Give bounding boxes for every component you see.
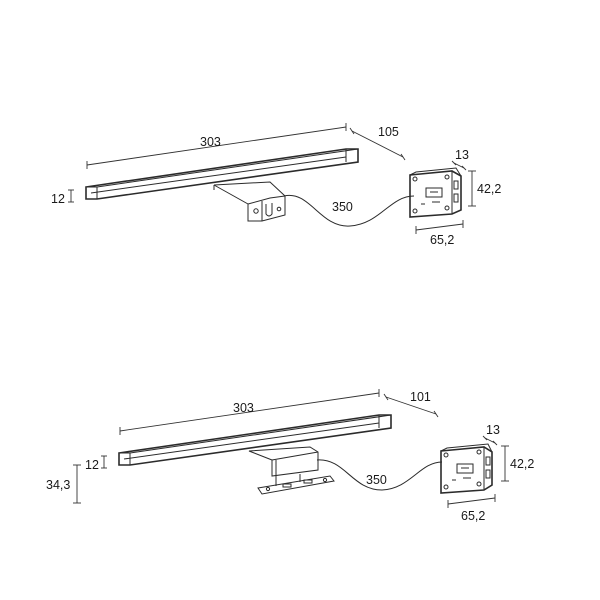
light-bar (118, 414, 392, 466)
driver-box (440, 443, 493, 494)
driver-box (409, 167, 462, 218)
light-bar (85, 148, 359, 200)
depth-label: 105 (378, 125, 399, 139)
box-height-label: 42,2 (477, 182, 501, 196)
dimension-box-height: 42,2 (501, 445, 534, 482)
lamp-view-top: 303 105 12 (51, 123, 501, 247)
power-cable (283, 194, 415, 227)
dimension-box-depth: 13 (451, 148, 469, 171)
bar-height-label: 12 (51, 192, 65, 206)
mount-height-label: 34,3 (46, 478, 70, 492)
dimension-box-height: 42,2 (468, 170, 501, 207)
mounting-bracket (248, 446, 335, 495)
dimension-box-width: 65,2 (415, 220, 464, 247)
bar-height-label: 12 (85, 458, 99, 472)
power-cable (316, 459, 443, 491)
dimension-length: 303 (86, 123, 347, 169)
length-label: 303 (200, 135, 221, 149)
dimension-length: 303 (119, 389, 380, 435)
dimension-box-depth: 13 (482, 423, 500, 446)
dimension-depth: 105 (349, 125, 406, 161)
box-width-label: 65,2 (430, 233, 454, 247)
box-depth-label: 13 (455, 148, 469, 162)
cable-length-label: 350 (366, 473, 387, 487)
box-depth-label: 13 (486, 423, 500, 437)
dimension-mount-height: 34,3 (46, 464, 81, 504)
cable-length-label: 350 (332, 200, 353, 214)
dimension-bar-height: 12 (51, 189, 74, 206)
dimension-bar-height: 12 (85, 455, 107, 472)
dimension-depth: 101 (383, 390, 439, 418)
box-width-label: 65,2 (461, 509, 485, 523)
depth-label: 101 (410, 390, 431, 404)
dimension-box-width: 65,2 (447, 494, 496, 523)
length-label: 303 (233, 401, 254, 415)
lamp-view-bottom: 303 101 12 34,3 (46, 389, 534, 523)
mounting-bracket (213, 181, 286, 222)
box-height-label: 42,2 (510, 457, 534, 471)
